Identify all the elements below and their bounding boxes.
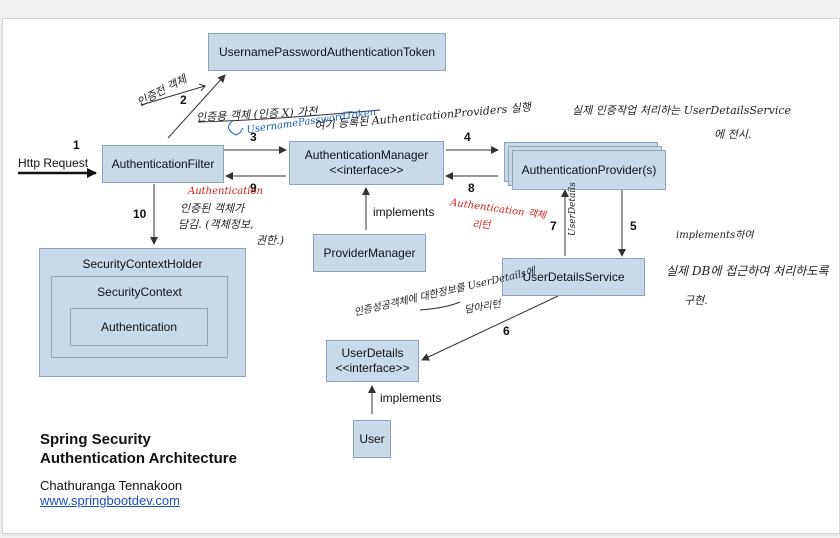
- user-details-service-box: UserDetailsService: [502, 258, 645, 296]
- step-7: 7: [550, 219, 557, 233]
- authentication-manager-box: AuthenticationManager <<interface>>: [289, 141, 444, 185]
- author-name: Chathuranga Tennakoon: [40, 478, 183, 493]
- implements-user-label: implements: [380, 391, 442, 405]
- step-2: 2: [180, 93, 187, 107]
- uds-note-line2: 실제 DB에 접근하여 처리하도록: [666, 264, 829, 278]
- title-line2: Authentication Architecture: [40, 450, 237, 467]
- implements-manager-label: implements: [373, 205, 435, 219]
- user-details-stereotype: <<interface>>: [335, 361, 410, 375]
- arrow-2: [167, 74, 226, 139]
- uds-note-line1: implements하여: [676, 230, 754, 241]
- security-context-label: SecurityContext: [97, 285, 182, 299]
- step9-note-line3: 권한.): [256, 234, 285, 247]
- step-9: 9: [250, 181, 257, 195]
- provider-note-line2: 에 전시.: [714, 128, 752, 141]
- user-details-name: UserDetails: [341, 346, 404, 360]
- user-box: User: [353, 420, 391, 458]
- security-context-holder-label: SecurityContextHolder: [82, 257, 203, 271]
- step-10: 10: [133, 207, 147, 221]
- diagram-title: Spring Security Authentication Architect…: [40, 430, 237, 468]
- authentication-filter-box: AuthenticationFilter: [102, 145, 224, 183]
- token-box: UsernamePasswordAuthenticationToken: [208, 33, 446, 71]
- authentication-providers-box: AuthenticationProvider(s): [512, 150, 666, 190]
- step-5: 5: [630, 219, 637, 233]
- step9-note-line1: 인증된 객체가: [180, 202, 245, 215]
- step-8: 8: [468, 181, 475, 195]
- provider-manager-box: ProviderManager: [313, 234, 426, 272]
- authentication-box: Authentication: [70, 308, 208, 346]
- step8-red-note2: 리턴: [472, 220, 491, 231]
- arrow-6: [421, 295, 559, 361]
- step9-note-line2: 담김. (객체정보,: [178, 218, 254, 231]
- step-6: 6: [503, 324, 510, 338]
- step7-note: UserDetails: [568, 182, 578, 236]
- step-1: 1: [73, 138, 80, 152]
- title-line1: Spring Security: [40, 431, 151, 448]
- manager-name: AuthenticationManager: [304, 148, 429, 162]
- manager-stereotype: <<interface>>: [329, 163, 404, 177]
- uds-note-line3: 구현.: [684, 294, 708, 307]
- website-link[interactable]: www.springbootdev.com: [40, 493, 180, 508]
- step-4: 4: [464, 130, 471, 144]
- step9-red-note: Authentication: [188, 186, 263, 197]
- step-3: 3: [250, 130, 257, 144]
- http-request-label: Http Request: [18, 156, 89, 170]
- provider-note-line1: 실제 인증작업 처리하는 UserDetailsService: [572, 104, 792, 117]
- user-details-box: UserDetails <<interface>>: [326, 340, 419, 382]
